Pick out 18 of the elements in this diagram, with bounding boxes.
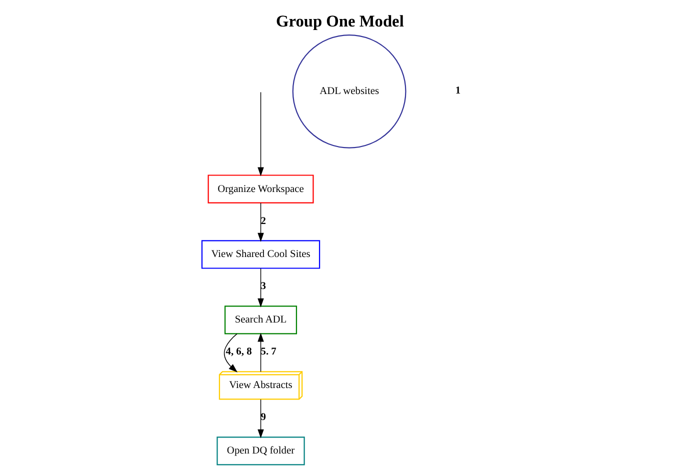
- node-box: Open DQ folder: [216, 436, 304, 466]
- node-circle: ADL websites: [292, 34, 406, 148]
- node-box: Search ADL: [224, 306, 297, 334]
- edge-label: 5. 7: [260, 346, 276, 358]
- edge-label: 3: [260, 281, 266, 292]
- arrow: [257, 268, 264, 308]
- arrow: [257, 92, 264, 176]
- diagram-title: Group One Model: [276, 12, 404, 31]
- arrow: [257, 332, 264, 372]
- edge-label: 2: [260, 216, 266, 227]
- arrow: [223, 333, 238, 372]
- node-box: View Shared Cool Sites: [200, 240, 320, 269]
- arrow: [257, 202, 264, 242]
- arrow: [257, 399, 264, 438]
- edge-label: 9: [260, 412, 266, 424]
- label: 1: [454, 85, 460, 96]
- edge-label: 4, 6, 8: [225, 346, 252, 358]
- node-box: Organize Workspace: [207, 174, 314, 204]
